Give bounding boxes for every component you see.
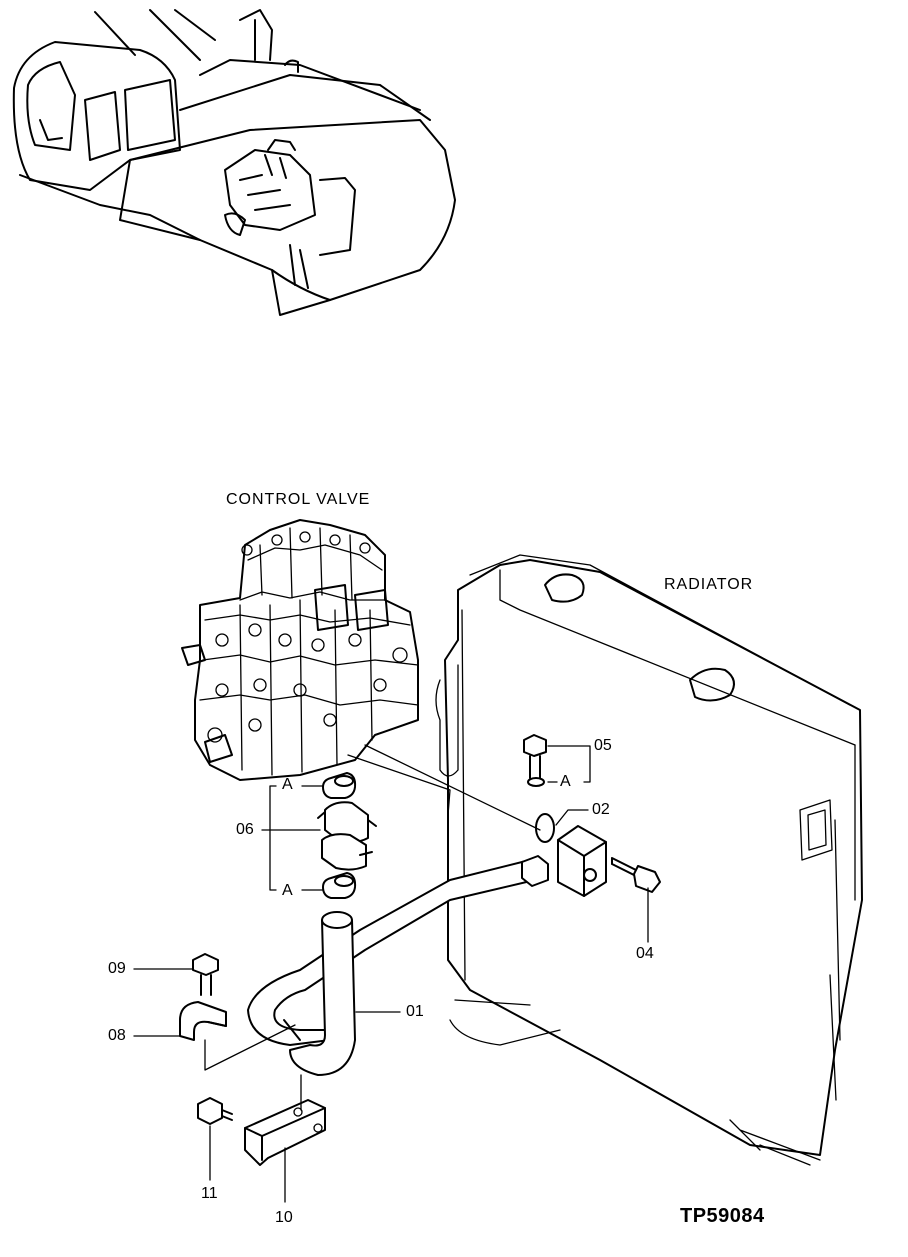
part-05-label: 05 — [594, 737, 612, 754]
part-04-label: 04 — [636, 945, 654, 962]
leader-lines — [133, 744, 649, 1203]
part-01-label: 01 — [406, 1003, 424, 1020]
ref-a-bottom-label: A — [282, 882, 293, 899]
small-parts-drawing — [179, 734, 661, 1166]
hose-assembly-drawing — [247, 825, 607, 1076]
ref-a-right-label: A — [560, 773, 571, 790]
part-06-label: 06 — [236, 821, 254, 838]
radiator-drawing — [435, 554, 863, 1166]
excavator-overview — [12, 9, 456, 316]
ref-a-top-label: A — [282, 776, 293, 793]
part-02-label: 02 — [592, 801, 610, 818]
part-08-label: 08 — [108, 1027, 126, 1044]
control-valve-label: CONTROL VALVE — [226, 491, 371, 508]
part-11-label: 11 — [201, 1185, 218, 1202]
part-09-label: 09 — [108, 960, 126, 977]
radiator-label: RADIATOR — [664, 576, 754, 593]
control-valve-drawing — [181, 519, 419, 781]
figure-code: TP59084 — [680, 1205, 765, 1227]
part-10-label: 10 — [275, 1209, 293, 1226]
